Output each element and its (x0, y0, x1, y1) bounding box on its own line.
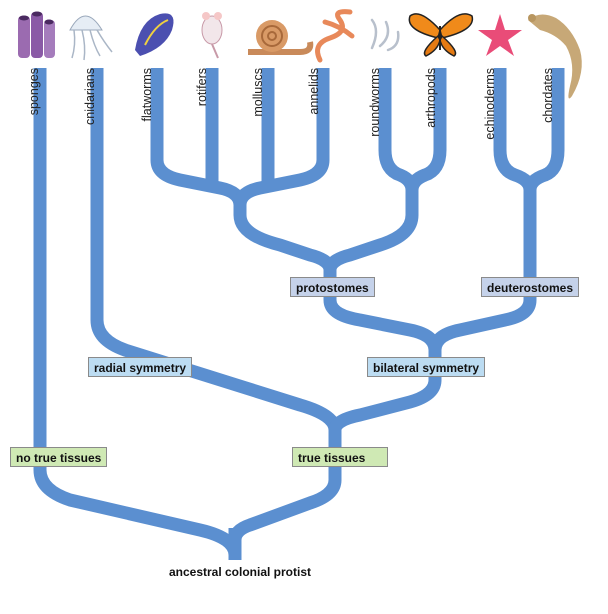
branch-roundworms (378, 68, 419, 191)
annelid-worm-icon (315, 9, 355, 63)
taxon-label-annelids: annelids (307, 68, 321, 115)
node-label-radial-symmetry: radial symmetry (88, 357, 193, 377)
branch-chordates (523, 68, 565, 191)
branch-cnidarians (90, 68, 342, 431)
taxon-label-sponges: sponges (27, 68, 41, 116)
branch-arthropods (405, 68, 447, 191)
branch-lophotrochozoa (233, 195, 337, 271)
node-label-no-true-tissues: no true tissues (10, 447, 108, 467)
sponge-icon (18, 11, 55, 58)
taxon-label-rotifers: rotifers (195, 68, 209, 107)
starfish-icon (478, 14, 522, 56)
roundworm-icon (370, 18, 400, 52)
branch-ecdysozoa (323, 185, 419, 271)
lizard-icon (528, 14, 582, 99)
node-label-deuterostomes: deuterostomes (481, 277, 580, 297)
taxon-label-flatworms: flatworms (140, 68, 154, 122)
flatworm-icon (135, 13, 174, 57)
taxon-label-molluscs: molluscs (251, 68, 265, 117)
branch-protostomes (323, 262, 442, 351)
taxon-label-chordates: chordates (541, 68, 555, 123)
branch-true-tissues (228, 425, 342, 541)
taxon-label-echinoderms: echinoderms (483, 68, 497, 140)
taxon-label-arthropods: arthropods (424, 68, 438, 128)
branch-deuterostomes (428, 180, 537, 351)
rotifer-icon (201, 12, 223, 59)
node-label-true-tissues: true tissues (292, 447, 388, 467)
taxon-label-roundworms: roundworms (368, 68, 382, 137)
jellyfish-icon (69, 15, 113, 61)
node-label-bilateral-symmetry: bilateral symmetry (367, 357, 486, 377)
branch-echinoderms (493, 68, 537, 191)
root-label: ancestral colonial protist (168, 565, 312, 579)
node-label-protostomes: protostomes (290, 277, 375, 297)
taxon-label-cnidarians: cnidarians (83, 68, 97, 125)
branch-bilateral (328, 340, 442, 432)
butterfly-icon (408, 13, 474, 57)
snail-icon (248, 20, 314, 55)
